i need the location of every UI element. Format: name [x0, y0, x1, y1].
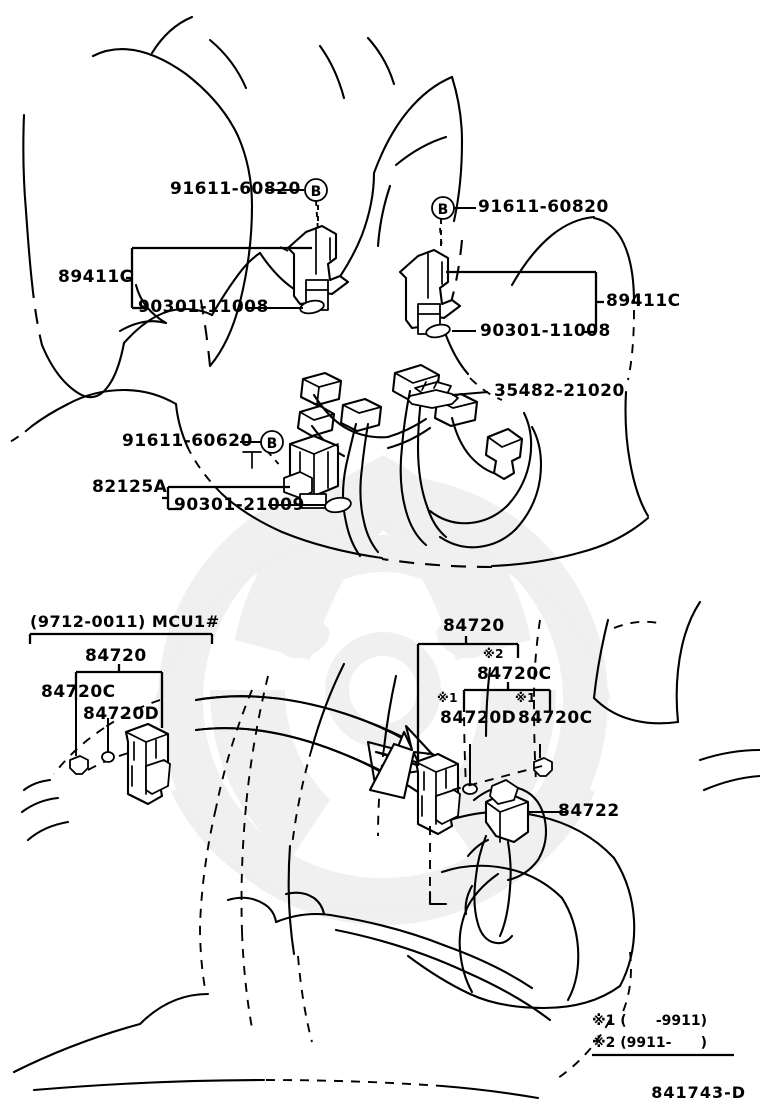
- oring-left: [299, 299, 325, 315]
- switch-left: [28, 632, 214, 806]
- label-84720C-left: 84720C: [41, 682, 116, 702]
- console-outline: [12, 600, 760, 1100]
- footnote-mark2: ※2 (9911- ): [592, 1035, 708, 1051]
- label-switch-84720-left: 84720: [85, 646, 147, 666]
- bracket-89411C-left: [126, 246, 312, 310]
- footnote-mark1: ※1 ( -9911): [592, 1013, 708, 1029]
- label-assembly-82125A: 82125A: [92, 477, 168, 497]
- label-oring-harness: 90301-21009: [174, 495, 305, 515]
- label-bolt-right: 91611-60820: [478, 197, 609, 217]
- label-switch-84720-right: 84720: [443, 616, 505, 636]
- wire-harness: [283, 363, 543, 558]
- label-knob-84722: 84722: [558, 801, 620, 821]
- drawing-number: 841743-D: [651, 1083, 746, 1102]
- label-clip-35482: 35482-21020: [494, 381, 625, 401]
- label-mark1-left: ※1: [437, 691, 459, 705]
- label-84720D-left: 84720D: [83, 704, 160, 724]
- shift-knob: [464, 779, 566, 945]
- switch-right: [414, 636, 553, 906]
- svg-text:B: B: [267, 436, 278, 452]
- label-84720D-right: 84720D: [440, 708, 517, 728]
- label-bolt-left: 91611-60820: [170, 179, 301, 199]
- label-bolt-harness: 91611-60620: [122, 431, 253, 451]
- label-range-mcu1: (9712-0011) MCU1#: [30, 612, 220, 631]
- label-84720C-right: 84720C: [518, 708, 593, 728]
- bracket-89411C-right: [446, 270, 604, 334]
- bolt-lead-harness: B: [240, 430, 284, 469]
- label-mark1-right: ※1: [515, 691, 537, 705]
- label-oring-right: 90301-11008: [480, 321, 611, 341]
- label-mark2-right: ※2: [483, 647, 505, 661]
- label-84720C-top-right: 84720C: [477, 664, 552, 684]
- label-assembly-89411C-left: 89411C: [58, 267, 133, 287]
- label-assembly-89411C-right: 89411C: [606, 291, 681, 311]
- oring-right: [425, 323, 451, 339]
- svg-text:B: B: [311, 184, 322, 200]
- sensor-left: [286, 205, 350, 311]
- label-oring-left: 90301-11008: [138, 297, 269, 317]
- svg-text:B: B: [438, 202, 449, 218]
- sensor-right: [398, 227, 462, 335]
- bolt-lead-right: B: [431, 196, 476, 247]
- bolt-lead-left: B: [268, 178, 328, 232]
- bracket-82125A: [162, 485, 352, 514]
